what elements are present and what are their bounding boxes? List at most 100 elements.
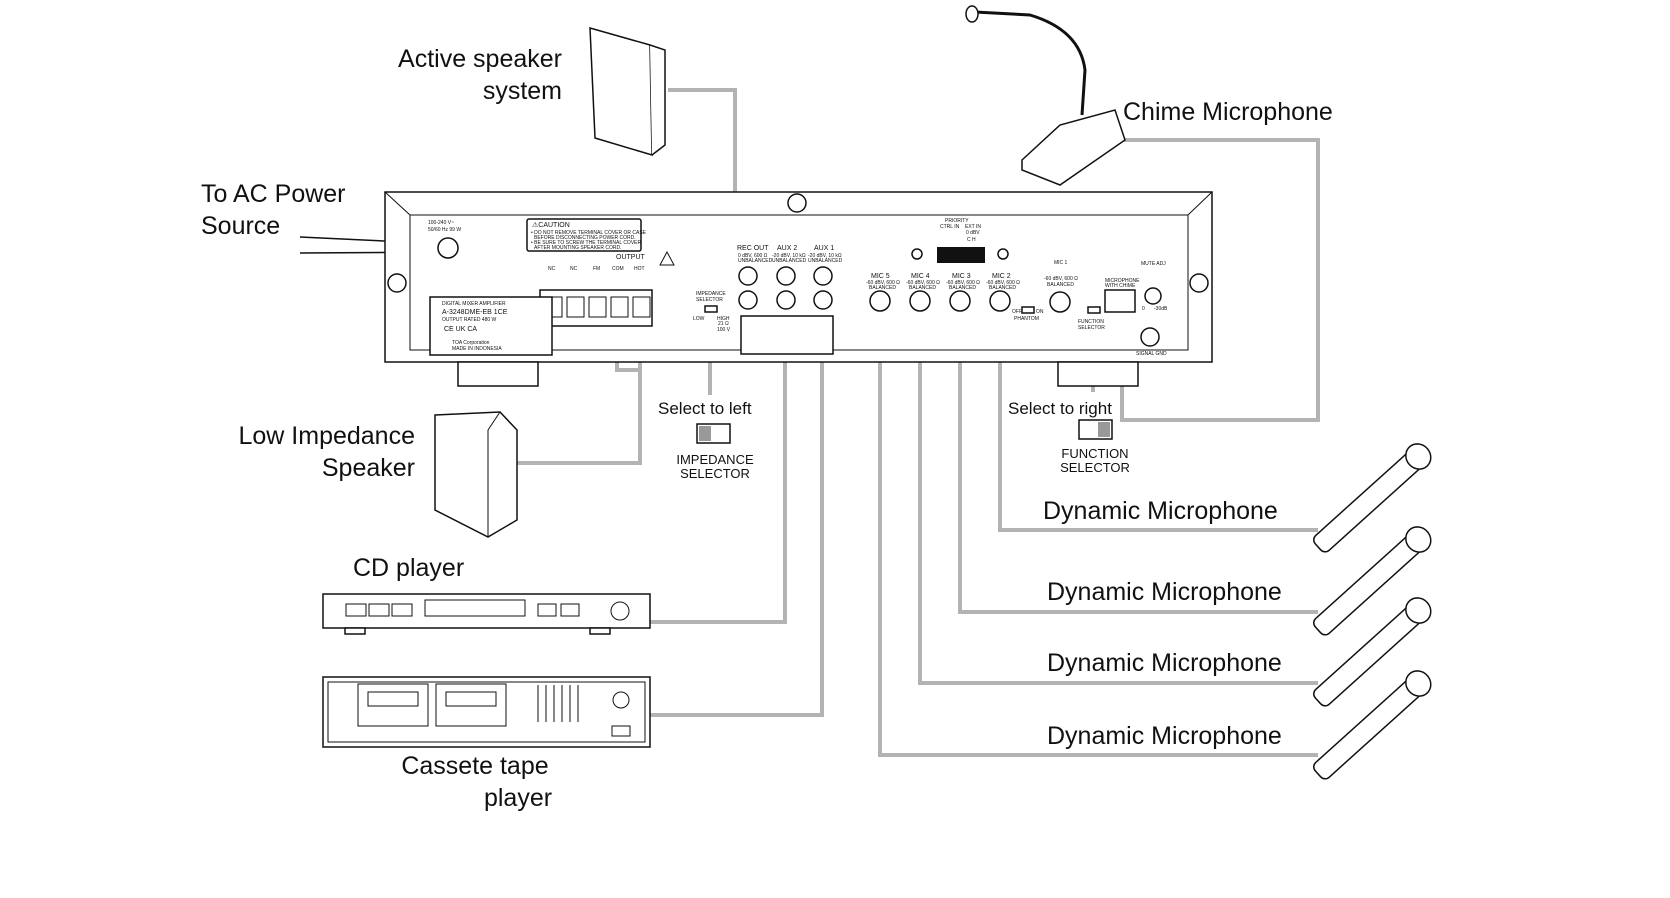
mute-adj-max: -30dB	[1154, 306, 1168, 312]
mute-adj-min: 0	[1142, 306, 1145, 312]
terminal-label: HOT	[634, 266, 645, 272]
imp-sel-label: IMPEDANCE	[696, 291, 726, 297]
terminal-labels: NC NC FM COM HOT	[548, 266, 645, 272]
caution-line: BEFORE DISCONNECTING POWER CORD.	[534, 235, 636, 241]
dynamic-microphones	[1313, 443, 1432, 780]
terminal-label: NC	[548, 266, 556, 272]
phantom-switch[interactable]	[1021, 306, 1035, 314]
model-line: TOA Corporation	[452, 340, 490, 346]
aux1-spec: -20 dBV, 10 kΩ	[808, 253, 842, 259]
caution-line: • DO NOT REMOVE TERMINAL COVER OR CASE	[531, 230, 647, 236]
aux1-label: AUX 1	[814, 245, 834, 252]
aux2-label: AUX 2	[777, 245, 797, 252]
mute-adj-label: MUTE ADJ	[1141, 261, 1166, 267]
rec-out-spec: UNBALANCED	[738, 258, 773, 264]
priority-ext: 0 dBV	[966, 230, 980, 236]
cable-mic5	[878, 300, 1318, 757]
chime-jack-label: WITH CHIME	[1105, 283, 1136, 289]
mic4-spec: BALANCED	[909, 285, 936, 291]
model-line: OUTPUT RATED 480 W	[442, 317, 497, 323]
priority-ctrl: CTRL IN	[940, 224, 960, 230]
label-ac-power: To AC Power	[201, 180, 346, 208]
priority-ext: EXT IN	[965, 224, 981, 230]
label-select-right: Select to right	[1008, 399, 1112, 418]
aux2-spec: -20 dBV, 10 kΩ	[772, 253, 806, 259]
priority-ext-pins: C H	[967, 237, 976, 243]
caution-title: ⚠CAUTION	[532, 221, 570, 229]
mic1-spec: -60 dBV, 600 Ω	[1044, 276, 1078, 282]
active-speaker	[589, 26, 666, 157]
cassette-player	[322, 676, 651, 748]
imp-sel-label: SELECTOR	[696, 297, 723, 303]
cd-player	[322, 593, 651, 635]
label-impedance-selector: IMPEDANCE	[676, 452, 754, 467]
model-name: A-3248DME-EB 1CE	[442, 309, 508, 316]
power-rating-2: 50/60 Hz 99 W	[428, 227, 461, 233]
speaker-terminal-block	[539, 289, 653, 327]
selector-illustrations	[696, 419, 1113, 444]
label-ac-power-2: Source	[201, 212, 280, 240]
mic5-spec: BALANCED	[869, 285, 896, 291]
label-chime-mic: Chime Microphone	[1123, 98, 1333, 126]
priority-terminal	[937, 247, 985, 263]
caution-line: • BE SURE TO SCREW THE TERMINAL COVER	[531, 240, 641, 246]
power-rating: 100-240 V~	[428, 220, 454, 226]
aux1-spec: UNBALANCED	[808, 258, 843, 264]
output-label: OUTPUT	[616, 254, 646, 261]
priority-label: PRIORITY	[945, 218, 969, 224]
warning-icon	[659, 250, 675, 266]
cable-cassette	[650, 300, 824, 717]
imp-low: LOW	[693, 316, 705, 322]
amplifier-rear-panel: 100-240 V~ 50/60 Hz 99 W ⚠CAUTION • DO N…	[384, 191, 1213, 387]
rj45-chime-jack	[1104, 289, 1136, 313]
label-dynamic-mic-4: Dynamic Microphone	[1047, 649, 1282, 677]
label-cassette: Cassete tape	[401, 752, 548, 780]
cable-mic3	[958, 300, 1318, 614]
mic3-label: MIC 3	[952, 273, 971, 280]
mic1-spec: BALANCED	[1047, 282, 1074, 288]
mic-jacks: MIC 5 -60 dBV, 600 Ω BALANCED MIC 4 -60 …	[866, 260, 1140, 313]
label-dynamic-mic-2: Dynamic Microphone	[1043, 497, 1278, 525]
cable-mic2	[998, 300, 1318, 532]
cable-cd-player	[650, 300, 787, 624]
rec-out-label: REC OUT	[737, 245, 769, 252]
mic5-label: MIC 5	[871, 273, 890, 280]
cable-mic4	[918, 300, 1318, 685]
phantom-off: OFF	[1012, 309, 1022, 315]
caution-line: AFTER MOUNTING SPEAKER CORD.	[534, 245, 622, 251]
label-select-left: Select to left	[658, 399, 752, 418]
label-dynamic-mic-3: Dynamic Microphone	[1047, 578, 1282, 606]
mic3-spec: -60 dBV, 600 Ω	[946, 280, 980, 286]
mic5-spec: -60 dBV, 600 Ω	[866, 280, 900, 286]
mute-adj-knob[interactable]	[1144, 287, 1162, 305]
phantom-on: ON	[1036, 309, 1044, 315]
function-selector-switch[interactable]	[1087, 306, 1101, 314]
aux2-spec: UNBALANCED	[772, 258, 807, 264]
label-cassette-2: player	[484, 784, 552, 812]
mic4-label: MIC 4	[911, 273, 930, 280]
signal-gnd-label: SIGNAL GND	[1136, 351, 1167, 357]
label-function-selector-2: SELECTOR	[1060, 460, 1130, 475]
label-dynamic-mic-5: Dynamic Microphone	[1047, 722, 1282, 750]
mic3-spec: BALANCED	[949, 285, 976, 291]
label-active-speaker: Active speaker	[398, 45, 562, 73]
terminal-label: COM	[612, 266, 624, 272]
low-impedance-speaker	[434, 411, 518, 538]
mic2-spec: -60 dBV, 600 Ω	[986, 280, 1020, 286]
mic4-spec: -60 dBV, 600 Ω	[906, 280, 940, 286]
cert-marks: CE UK CA	[444, 326, 477, 333]
rca-jacks: REC OUT 0 dBV, 600 Ω UNBALANCED AUX 2 -2…	[737, 245, 843, 355]
func-sel-label: SELECTOR	[1078, 325, 1105, 331]
label-active-speaker-2: system	[483, 77, 562, 105]
chime-microphone	[965, 5, 1126, 186]
chime-jack-label: MICROPHONE	[1105, 278, 1140, 284]
label-low-imp-speaker-2: Speaker	[322, 454, 415, 482]
rec-out-spec: 0 dBV, 600 Ω	[738, 253, 768, 259]
mic2-spec: BALANCED	[989, 285, 1016, 291]
terminal-label: NC	[570, 266, 578, 272]
impedance-selector-switch[interactable]	[704, 305, 718, 313]
imp-high: 100 V	[717, 327, 731, 333]
func-sel-label: FUNCTION	[1078, 319, 1104, 325]
mic2-label: MIC 2	[992, 273, 1011, 280]
